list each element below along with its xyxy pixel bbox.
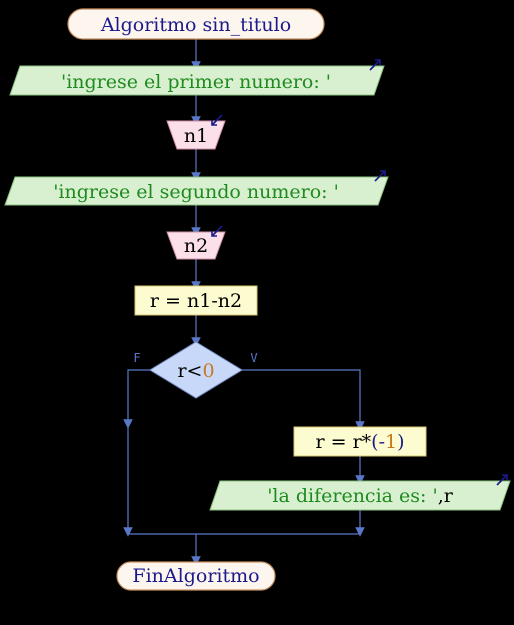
true-assign-step[interactable]: r = r*(-1) [293,426,427,457]
input-step-n1[interactable]: n1 [166,114,226,150]
assign-step[interactable]: r = n1-n2 [134,285,258,316]
true-assign-text: r = r*(-1) [315,431,404,453]
input-arrow-icon [211,225,223,237]
output-arrow-icon [374,170,386,182]
output-1-text: 'ingrese el primer numero: ' [61,71,331,93]
input-arrow-icon [211,114,223,126]
true-branch-connector [242,369,365,431]
true-label: V [250,351,257,365]
input-step-n2[interactable]: n2 [166,225,226,260]
false-label: F [133,351,140,365]
decision-node[interactable]: r<0 F V [133,341,258,399]
output-arrow-icon [369,59,381,71]
output-3-text: 'la diferencia es: ',r [267,485,454,507]
start-terminal[interactable]: Algoritmo sin_titulo [67,8,325,40]
input-2-text: n2 [184,235,208,257]
output-2-text: 'ingrese el segundo numero: ' [53,181,339,203]
end-terminal[interactable]: FinAlgoritmo [116,561,276,591]
output-step-3[interactable]: 'la diferencia es: ',r [209,474,511,511]
output-step-1[interactable]: 'ingrese el primer numero: ' [9,59,385,96]
input-1-text: n1 [184,125,208,147]
decision-condition: r<0 [177,360,214,382]
assign-text: r = n1-n2 [150,290,242,312]
connectors [123,39,365,566]
end-label: FinAlgoritmo [132,565,259,587]
start-label: Algoritmo sin_titulo [100,14,291,36]
output-arrow-icon [496,474,508,486]
false-branch-connector [123,369,150,429]
output-step-2[interactable]: 'ingrese el segundo numero: ' [4,170,389,206]
